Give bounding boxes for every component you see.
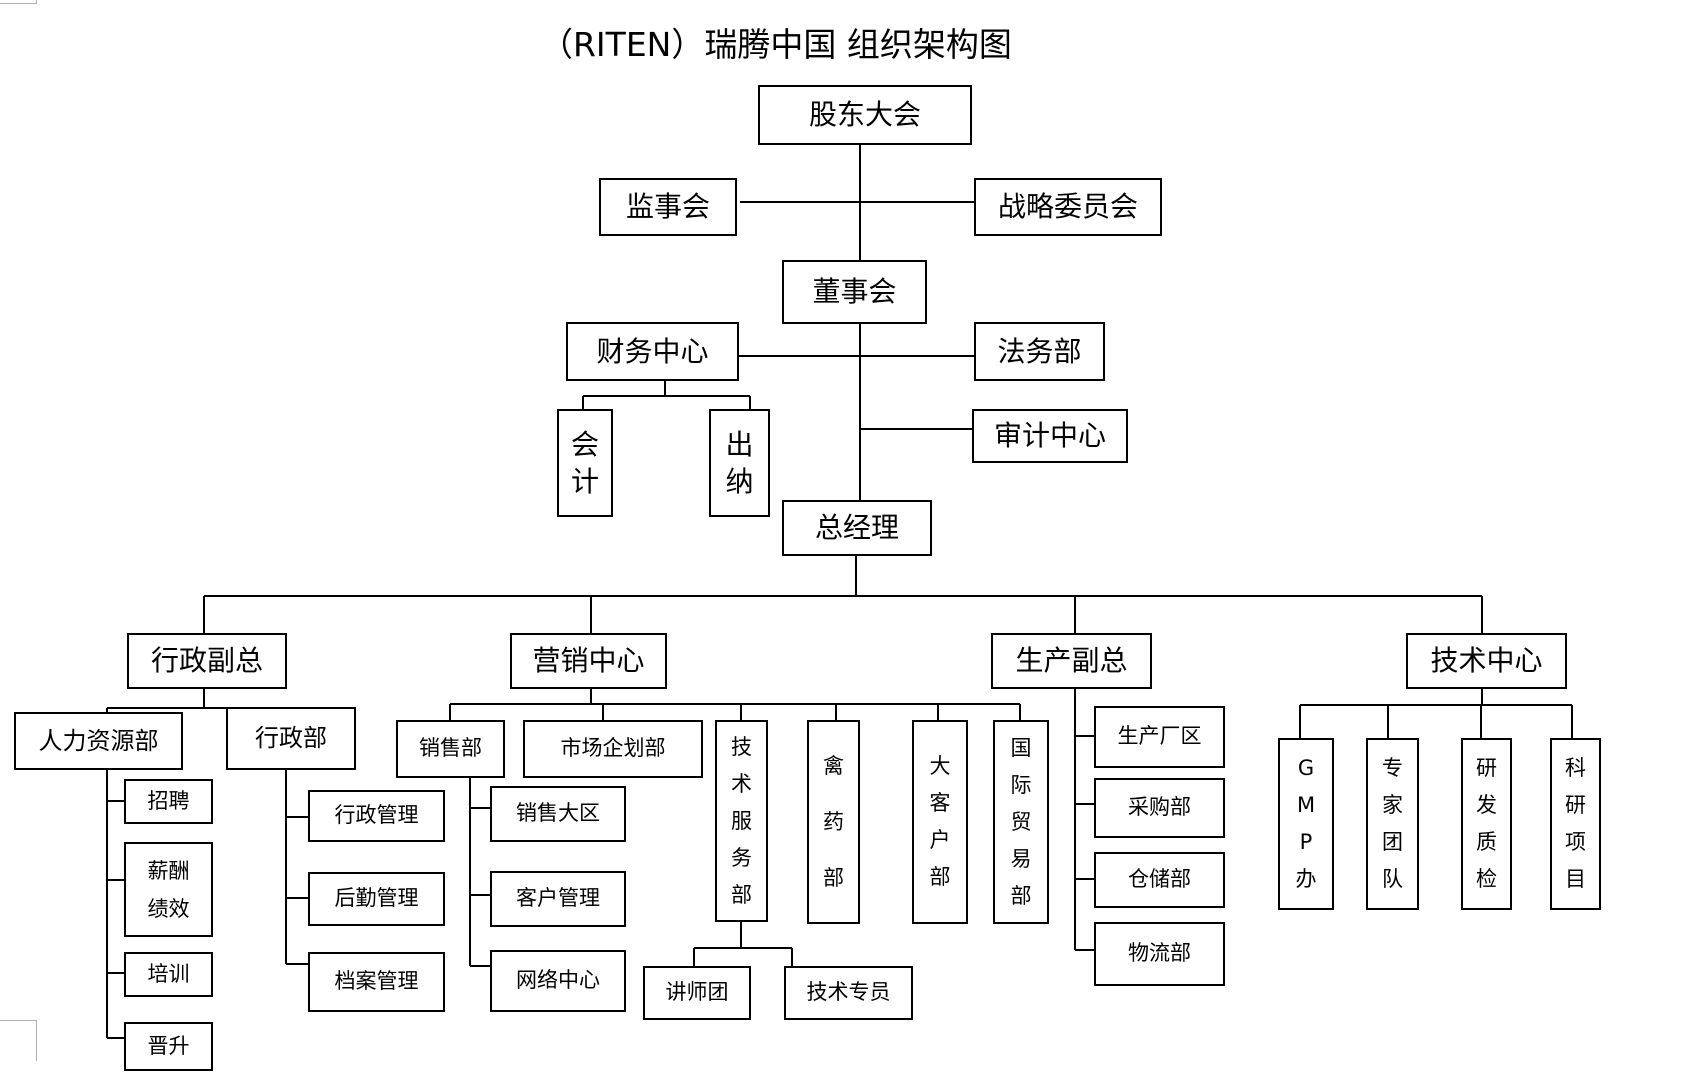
node-intl-trade-dept-label: 国际贸易部 <box>1010 735 1032 908</box>
node-tech-center: 技术中心 <box>1406 633 1567 689</box>
node-shareholders: 股东大会 <box>758 85 972 145</box>
node-general-manager: 总经理 <box>782 500 932 556</box>
node-strategy-committee: 战略委员会 <box>974 178 1162 236</box>
node-audit-center: 审计中心 <box>972 409 1128 463</box>
node-accounting-label: 会计 <box>571 428 600 498</box>
node-logistics: 物流部 <box>1094 922 1225 986</box>
node-intl-trade-dept: 国际贸易部 <box>993 720 1049 924</box>
chart-title: （RITEN）瑞腾中国 组织架构图 <box>540 25 1012 64</box>
node-board: 董事会 <box>782 260 927 324</box>
node-tech-service-dept: 技术服务部 <box>715 720 768 922</box>
node-warehouse: 仓储部 <box>1094 852 1225 908</box>
node-hr-dept: 人力资源部 <box>14 712 183 770</box>
node-poultry-medicine-dept-label: 禽药部 <box>823 754 844 890</box>
node-poultry-medicine-dept: 禽药部 <box>807 720 860 924</box>
node-recruitment: 招聘 <box>124 779 213 824</box>
node-salary-performance-label: 薪酬绩效 <box>147 858 190 921</box>
node-purchasing: 采购部 <box>1094 778 1225 838</box>
node-archive-management: 档案管理 <box>308 952 445 1012</box>
node-admin-dept: 行政部 <box>226 707 356 770</box>
node-logistics-management: 后勤管理 <box>308 872 445 926</box>
node-key-account-dept-label: 大客户部 <box>929 754 951 889</box>
node-gmp-office-label: GMP办 <box>1295 756 1317 891</box>
node-tech-specialist: 技术专员 <box>784 966 913 1020</box>
node-training: 培训 <box>124 952 213 997</box>
node-tech-service-dept-label: 技术服务部 <box>731 734 752 907</box>
node-legal: 法务部 <box>974 322 1105 381</box>
node-supervisory-board: 监事会 <box>599 178 737 236</box>
node-key-account-dept: 大客户部 <box>912 720 968 924</box>
node-rd-quality: 研发质检 <box>1461 738 1512 910</box>
node-rd-quality-label: 研发质检 <box>1476 756 1497 891</box>
node-production-plant: 生产厂区 <box>1094 706 1225 768</box>
page-corner-mark-top <box>0 0 37 4</box>
node-admin-vp: 行政副总 <box>127 633 287 689</box>
node-production-vp: 生产副总 <box>991 633 1152 689</box>
node-expert-team-label: 专家团队 <box>1382 756 1403 891</box>
node-sales-dept: 销售部 <box>396 720 505 778</box>
node-salary-performance: 薪酬绩效 <box>124 842 213 937</box>
node-accounting: 会计 <box>557 409 613 517</box>
node-expert-team: 专家团队 <box>1366 738 1419 910</box>
node-cashier: 出纳 <box>709 409 770 517</box>
node-research-projects: 科研项目 <box>1550 738 1601 910</box>
page-corner-mark-bottom <box>0 1020 37 1061</box>
node-research-projects-label: 科研项目 <box>1565 756 1586 891</box>
node-marketing-center: 营销中心 <box>510 633 667 689</box>
node-promotion: 晋升 <box>124 1022 213 1071</box>
node-gmp-office: GMP办 <box>1278 738 1334 910</box>
node-sales-region: 销售大区 <box>490 786 626 842</box>
node-market-planning: 市场企划部 <box>523 720 703 778</box>
node-customer-management: 客户管理 <box>490 871 626 927</box>
node-lecturer-group: 讲师团 <box>643 966 751 1020</box>
node-finance-center: 财务中心 <box>566 322 739 381</box>
node-cashier-label: 出纳 <box>725 428 754 498</box>
node-network-center: 网络中心 <box>490 950 626 1012</box>
node-admin-management: 行政管理 <box>308 790 445 842</box>
